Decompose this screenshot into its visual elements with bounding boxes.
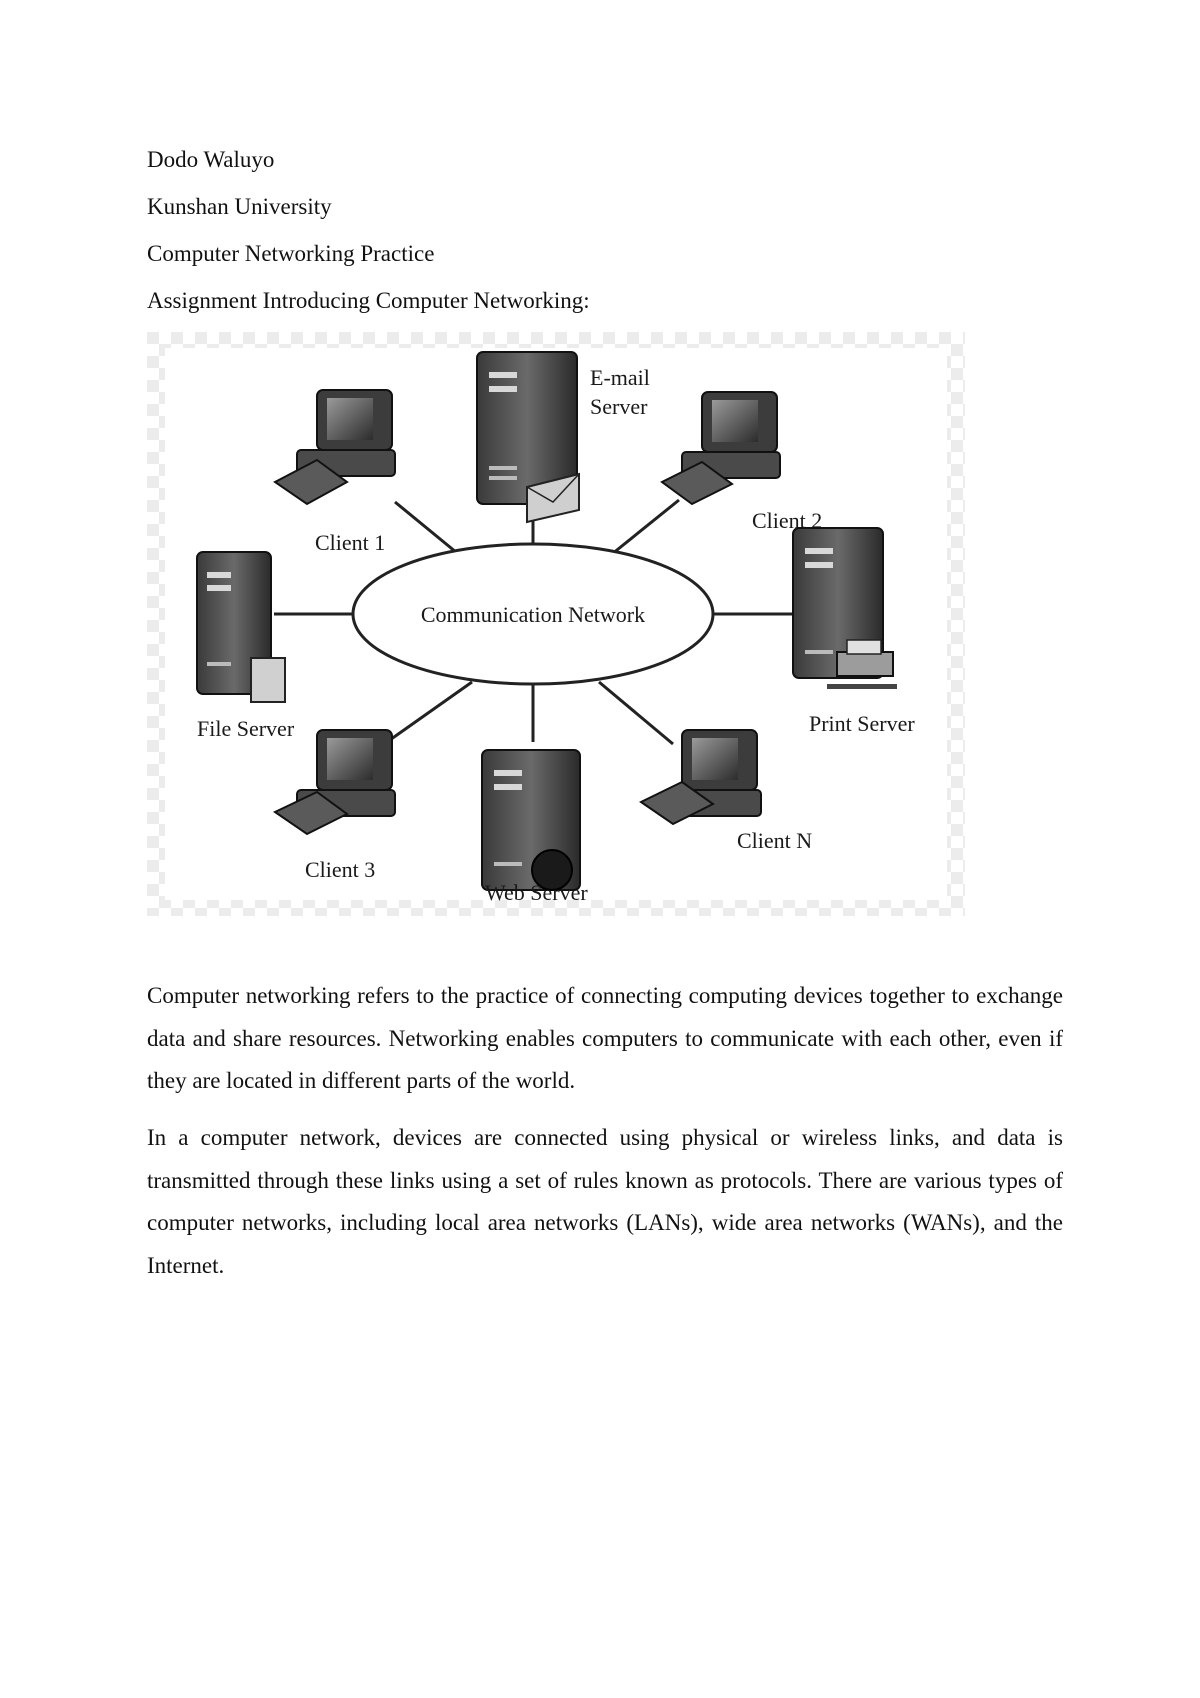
network-diagram: Communication Network E-mail Server Cli — [147, 332, 965, 916]
network-diagram-svg: Communication Network E-mail Server Cli — [147, 332, 965, 916]
link-client-3 — [386, 680, 473, 744]
client-2-computer-icon — [660, 391, 781, 506]
email-server-label-line1: E-mail — [590, 365, 650, 390]
link-client-1 — [394, 500, 463, 559]
file-server-label: File Server — [197, 716, 295, 741]
body-paragraph-1: Computer networking refers to the practi… — [147, 983, 1063, 1093]
email-server-label-line2: Server — [590, 394, 648, 419]
client-1-computer-icon — [273, 389, 396, 506]
network-links — [274, 498, 793, 746]
link-client-n — [598, 680, 674, 746]
assignment-title: Assignment Introducing Computer Networki… — [147, 288, 590, 313]
print-server-label: Print Server — [809, 711, 915, 736]
client-1-label: Client 1 — [315, 530, 385, 555]
email-server-icon — [476, 351, 580, 524]
author-name: Dodo Waluyo — [147, 147, 275, 172]
communication-network-ellipse — [351, 542, 715, 686]
client-3-computer-icon — [273, 729, 396, 836]
client-n-computer-icon — [639, 729, 762, 826]
web-server-label: Web Server — [485, 880, 588, 905]
institution-name: Kunshan University — [147, 194, 332, 219]
print-server-icon — [792, 527, 897, 689]
communication-network-label: Communication Network — [421, 602, 645, 627]
web-server-icon — [481, 749, 581, 891]
client-n-label: Client N — [737, 828, 812, 853]
body-paragraph-2: In a computer network, devices are conne… — [147, 1125, 1063, 1278]
course-name: Computer Networking Practice — [147, 241, 435, 266]
client-3-label: Client 3 — [305, 857, 375, 882]
file-server-icon — [196, 551, 286, 703]
link-client-2 — [611, 498, 680, 556]
